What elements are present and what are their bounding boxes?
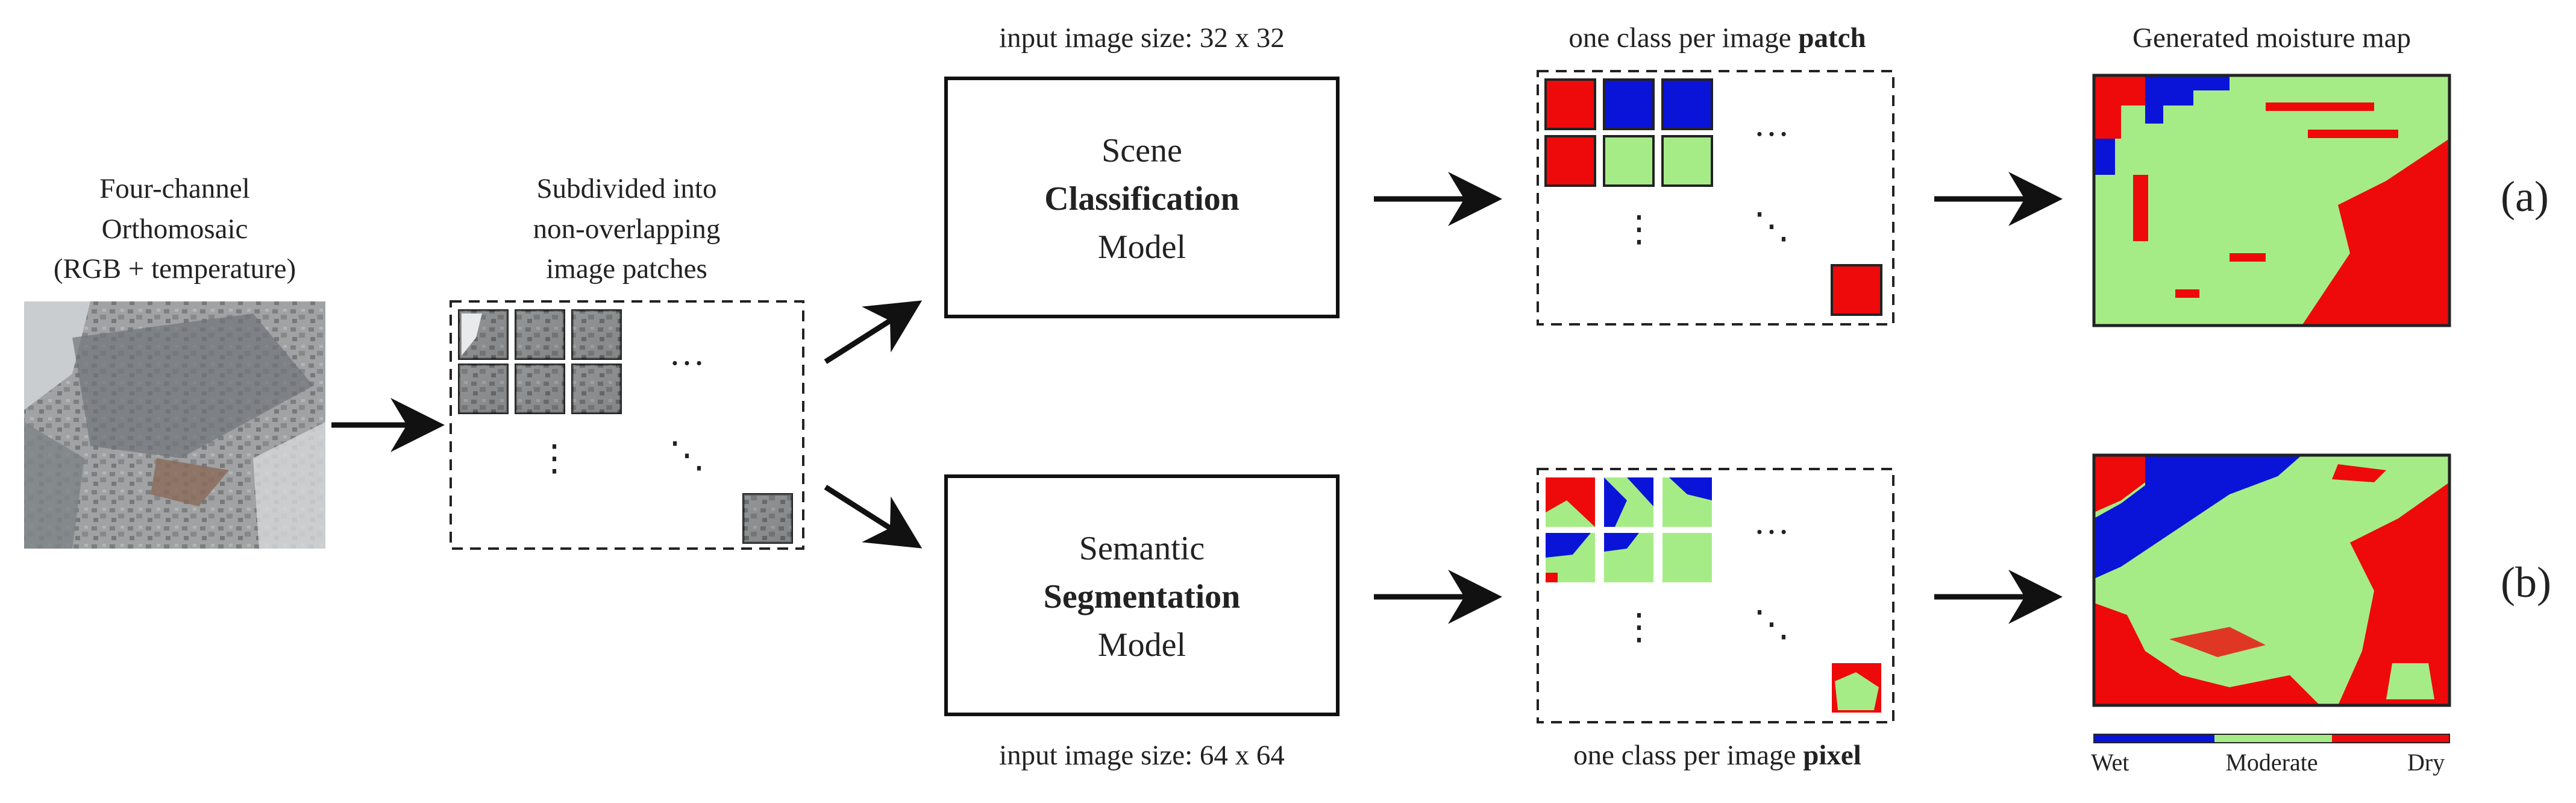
class-output-patches bbox=[1544, 78, 1882, 316]
class-output-frame bbox=[1537, 70, 1894, 326]
seg-ellipsis-vertical: ⋮ bbox=[1621, 607, 1657, 647]
seg-output-frame bbox=[1537, 468, 1894, 723]
segmentation-model-box bbox=[944, 474, 1340, 716]
classification-line2: Classification bbox=[1044, 180, 1239, 218]
segmentation-line1: Semantic bbox=[1079, 530, 1205, 567]
input-label-line3: (RGB + temperature) bbox=[53, 253, 296, 285]
classification-size-label: input image size: 32 x 32 bbox=[999, 22, 1285, 54]
seg-output-label: one class per image pixel bbox=[1506, 742, 1928, 770]
class-ellipsis-horizontal: … bbox=[1753, 104, 1790, 143]
class-ellipsis-vertical: ⋮ bbox=[1621, 209, 1657, 249]
input-label-line1: Four-channel bbox=[99, 173, 250, 204]
classification-line3: Model bbox=[1097, 228, 1186, 266]
class-output-label-prefix: one class per image bbox=[1568, 22, 1799, 54]
patches-label-line2: non-overlapping bbox=[533, 213, 721, 245]
seg-ellipsis-diagonal: ⋱ bbox=[1753, 604, 1790, 644]
arrow-to-segmentation bbox=[824, 485, 923, 549]
legend-wet-label: Wet bbox=[2091, 749, 2129, 776]
patch-grid-frame bbox=[450, 300, 804, 550]
orthomosaic-image bbox=[24, 301, 325, 549]
segmentation-line3: Model bbox=[1097, 626, 1186, 664]
row-label-b: (b) bbox=[2501, 558, 2551, 606]
patches-label-line3: image patches bbox=[546, 253, 707, 285]
moisture-map-a bbox=[2092, 74, 2451, 327]
moisture-map-title: Generated moisture map bbox=[2133, 22, 2411, 54]
legend-dry-label: Dry bbox=[2407, 749, 2445, 776]
patches-ellipsis-diagonal: ⋱ bbox=[669, 435, 705, 475]
patches-ellipsis-vertical: ⋮ bbox=[536, 438, 572, 478]
legend-colorbar bbox=[2093, 734, 2450, 743]
segmentation-line2: Segmentation bbox=[1043, 578, 1241, 616]
seg-output-label-bold: pixel bbox=[1803, 740, 1861, 771]
classification-model-box bbox=[944, 77, 1340, 318]
class-ellipsis-diagonal: ⋱ bbox=[1753, 206, 1790, 246]
legend-moderate-label: Moderate bbox=[2225, 749, 2318, 776]
image-patches bbox=[458, 309, 793, 544]
row-label-a: (a) bbox=[2501, 172, 2549, 221]
segmentation-size-label: input image size: 64 x 64 bbox=[999, 740, 1285, 771]
arrow-to-classification bbox=[824, 300, 923, 364]
classification-line1: Scene bbox=[1102, 132, 1182, 169]
seg-output-label-prefix: one class per image bbox=[1573, 740, 1804, 771]
moisture-map-b bbox=[2092, 453, 2451, 707]
patches-ellipsis-horizontal: … bbox=[669, 333, 705, 373]
patches-label-line1: Subdivided into bbox=[536, 173, 717, 204]
seg-output-patches bbox=[1546, 477, 1881, 713]
seg-ellipsis-horizontal: … bbox=[1753, 502, 1790, 541]
input-label-line2: Orthomosaic bbox=[101, 213, 248, 245]
class-output-label: one class per image patch bbox=[1506, 24, 1928, 52]
class-output-label-bold: patch bbox=[1798, 22, 1866, 54]
